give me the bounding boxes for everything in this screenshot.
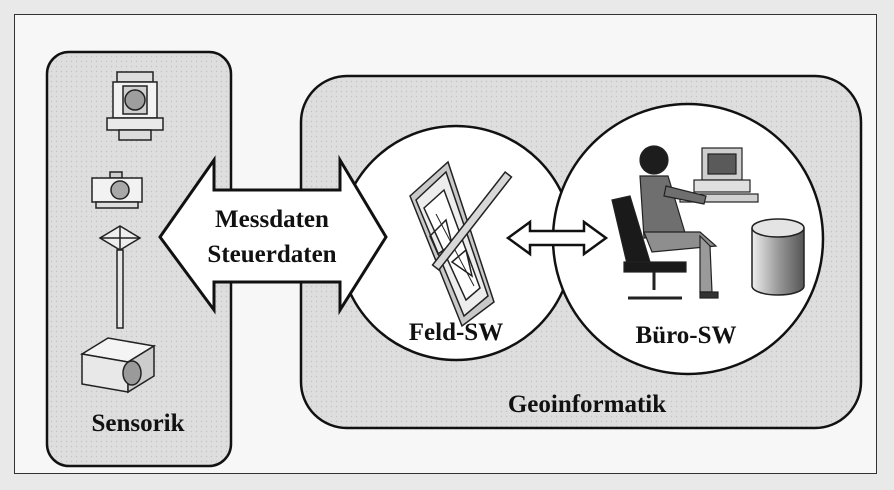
gps-receiver-icon [91, 171, 143, 209]
small-double-arrow [505, 219, 609, 257]
reflector-pole-icon [98, 225, 142, 329]
office-worker-icon [611, 145, 759, 300]
arrow-label-messdaten: Messdaten [215, 206, 329, 233]
total-station-icon [106, 71, 164, 141]
buero-sw-label: Büro-SW [636, 322, 737, 349]
pen-tablet-icon [409, 160, 513, 328]
feld-sw-label: Feld-SW [409, 319, 503, 346]
laser-scanner-icon [79, 337, 157, 394]
database-icon [751, 218, 805, 296]
geoinformatik-label: Geoinformatik [508, 391, 666, 418]
arrow-label-steuerdaten: Steuerdaten [207, 241, 336, 268]
data-exchange-arrow [158, 154, 388, 316]
sensorik-label: Sensorik [91, 410, 184, 437]
